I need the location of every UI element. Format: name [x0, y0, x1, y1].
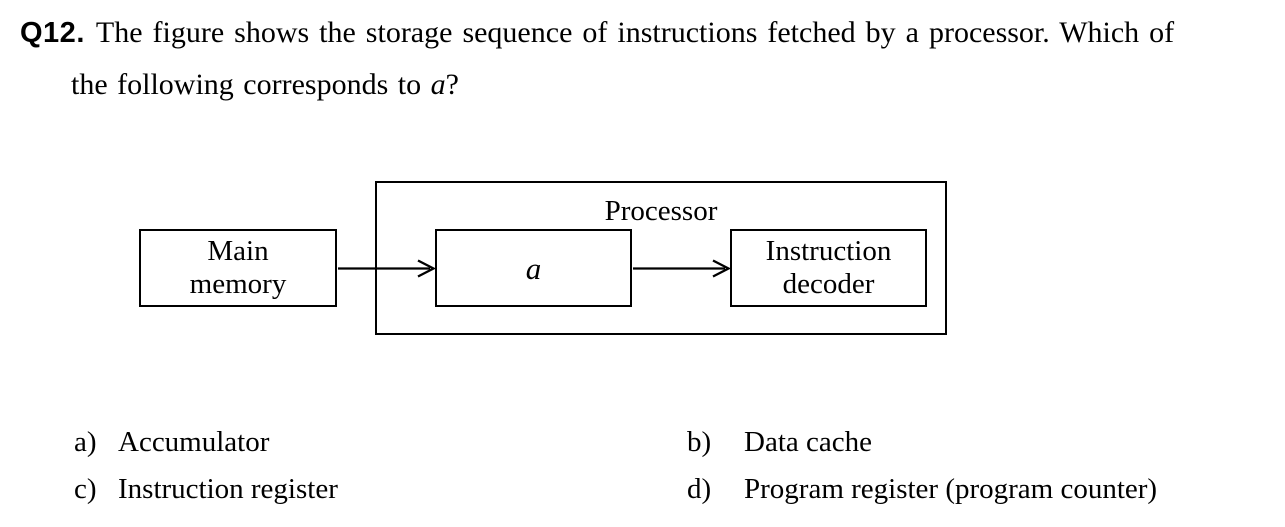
- main-memory-label-line1: Main: [207, 235, 269, 267]
- option-c-letter: c): [74, 473, 97, 505]
- option-b-letter: b): [687, 426, 712, 458]
- option-d-letter: d): [687, 473, 712, 505]
- main-memory-box: Main memory: [139, 229, 337, 307]
- question-mark: ?: [445, 68, 459, 101]
- option-c-label: Instruction register: [118, 473, 338, 505]
- option-a-letter: a): [74, 426, 97, 458]
- question-variable-a: a: [430, 68, 446, 101]
- instruction-decoder-box: Instruction decoder: [730, 229, 927, 307]
- question-text-line1: The figure shows the storage sequence of…: [95, 16, 1175, 49]
- option-b-label: Data cache: [744, 426, 872, 458]
- question-line-1: Q12. The figure shows the storage sequenc…: [20, 15, 1174, 51]
- option-a-label: Accumulator: [118, 426, 270, 458]
- unknown-register-box: a: [435, 229, 632, 307]
- processor-container-box: [375, 181, 947, 335]
- question-number: Q12.: [20, 17, 85, 49]
- instruction-decoder-label-line1: Instruction: [765, 235, 892, 267]
- option-d: d) Program register (program counter): [687, 472, 1157, 506]
- option-d-label: Program register (program counter): [744, 473, 1158, 505]
- processor-container-label: Processor: [604, 195, 718, 227]
- option-b: b) Data cache: [687, 425, 872, 459]
- instruction-decoder-label-line2: decoder: [782, 268, 875, 300]
- question-line-2: the following corresponds to a?: [71, 67, 459, 103]
- option-a: a) Accumulator: [74, 425, 269, 459]
- option-c: c) Instruction register: [74, 472, 338, 506]
- question-text-line2: the following corresponds to: [71, 68, 431, 101]
- main-memory-label-line2: memory: [189, 268, 287, 300]
- unknown-register-label: a: [525, 250, 542, 286]
